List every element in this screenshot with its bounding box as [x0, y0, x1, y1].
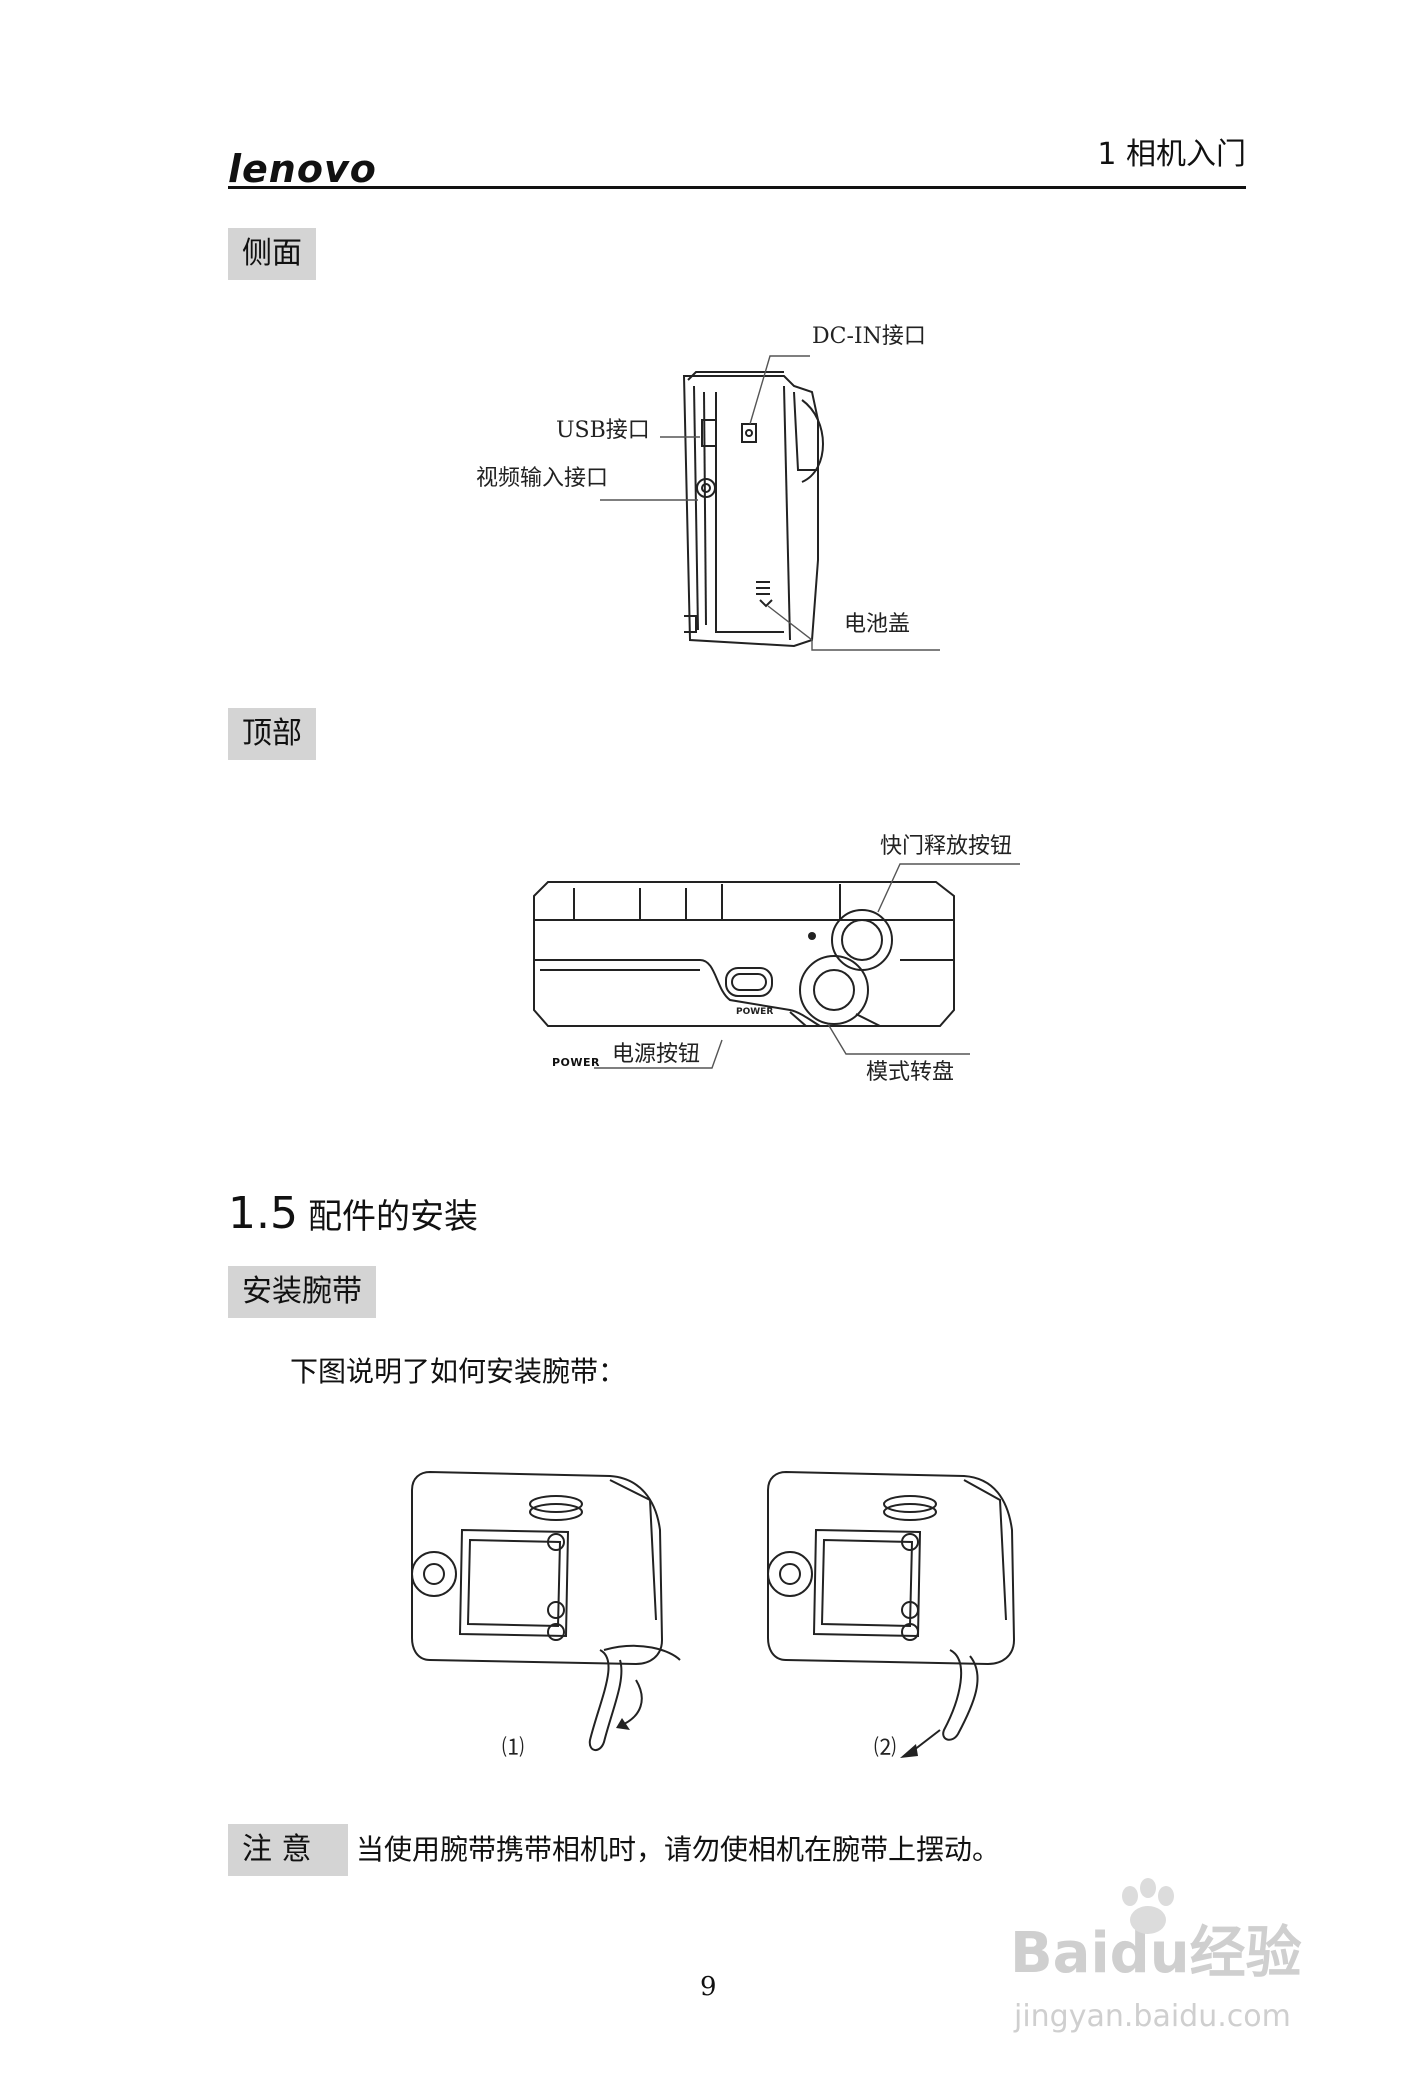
- paw-icon: [1122, 1878, 1174, 1934]
- strap-step-1-caption: ⑴: [502, 1736, 525, 1761]
- shutter-button-label: 快门释放按钮: [880, 834, 1013, 859]
- power-button-label: 电源按钮: [612, 1042, 701, 1067]
- note-tag: 注 意: [228, 1824, 348, 1876]
- side-section-tag: 侧面: [228, 228, 316, 280]
- watermark-brand: Baidu经验: [1010, 1921, 1302, 1986]
- strap-section-tag: 安装腕带: [228, 1266, 376, 1318]
- battery-cover-label: 电池盖: [844, 612, 911, 637]
- header-rule: [228, 186, 1246, 189]
- mode-dial-label: 模式转盘: [866, 1060, 955, 1085]
- top-section-tag: 顶部: [228, 708, 316, 760]
- note-text: 当使用腕带携带相机时，请勿使相机在腕带上摆动。: [356, 1833, 1001, 1866]
- video-input-label: 视频输入接口: [476, 466, 609, 491]
- chapter-title: 1 相机入门: [1097, 137, 1246, 172]
- section-title-text: 配件的安装: [307, 1197, 478, 1237]
- dc-in-label: DC-IN接口: [812, 324, 926, 349]
- svg-text:POWER: POWER: [736, 1007, 773, 1017]
- lenovo-logo: lenovo: [228, 147, 377, 191]
- strap-step-2-caption: ⑵: [874, 1736, 897, 1761]
- watermark-url: jingyan.baidu.com: [1014, 1999, 1291, 2034]
- usb-label: USB接口: [556, 418, 650, 443]
- power-small-label: POWER: [552, 1056, 601, 1069]
- page-number: 9: [700, 1972, 717, 2002]
- strap-instruction: 下图说明了如何安装腕带：: [290, 1355, 627, 1388]
- section-number: 1.5: [228, 1188, 298, 1239]
